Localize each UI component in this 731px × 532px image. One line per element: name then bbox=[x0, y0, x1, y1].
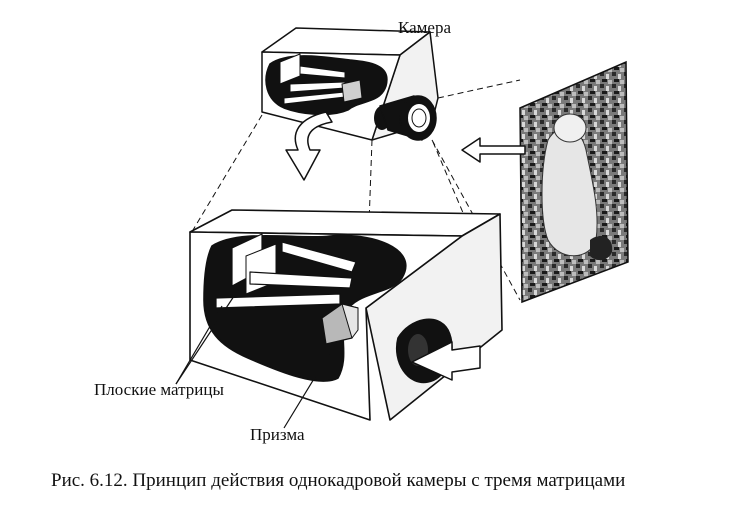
beam-1 bbox=[281, 241, 357, 273]
leader-lines bbox=[175, 289, 335, 429]
figure-caption: Рис. 6.12. Принцип действия однокадровой… bbox=[51, 470, 626, 491]
small-camera bbox=[261, 27, 439, 141]
small-sensor-top bbox=[279, 53, 301, 85]
prism-icon bbox=[321, 303, 359, 345]
small-beam-1 bbox=[299, 65, 346, 79]
light-arrow-icon bbox=[461, 137, 526, 163]
prism-label: Призма bbox=[250, 425, 305, 444]
incoming-arrow-icon bbox=[411, 341, 481, 381]
flat-sensors-label: Плоские матрицы bbox=[94, 380, 224, 399]
photo-print bbox=[519, 60, 629, 304]
camera-diagram bbox=[175, 27, 629, 429]
beam-2 bbox=[249, 271, 353, 289]
beam-3 bbox=[215, 293, 341, 309]
large-camera bbox=[189, 209, 503, 421]
camera-label: Камера bbox=[398, 18, 452, 37]
curved-arrow-icon bbox=[285, 111, 333, 181]
lens-icon bbox=[374, 95, 437, 141]
small-prism bbox=[341, 79, 363, 103]
